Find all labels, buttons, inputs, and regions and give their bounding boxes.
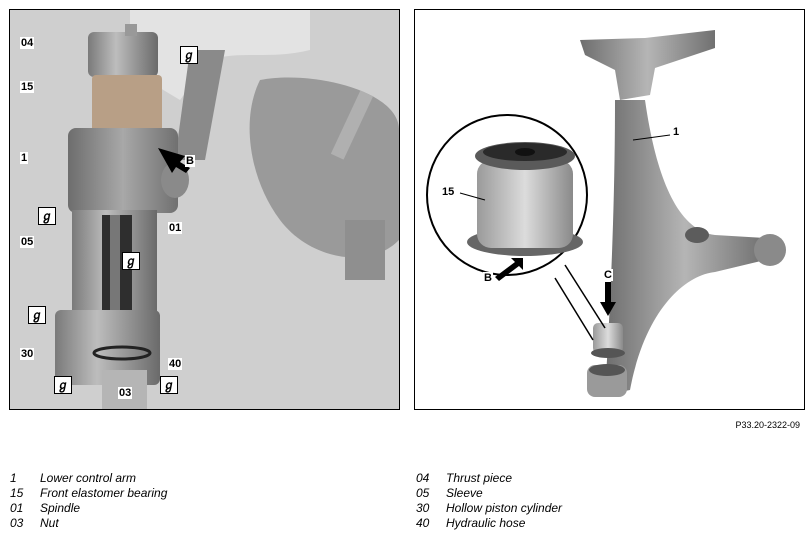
arrow-b: [158, 148, 190, 173]
wrench-icon: ℊ: [28, 306, 46, 324]
left-photo: [10, 10, 399, 409]
callout-15: 15: [441, 186, 456, 198]
legend-number: 05: [416, 486, 430, 500]
callout-b: B: [483, 272, 493, 284]
legend-number: 30: [416, 501, 430, 515]
legend-number: 40: [416, 516, 430, 530]
callout-c: C: [603, 269, 613, 281]
callout-15: 15: [20, 81, 35, 93]
callout-01: 01: [168, 222, 183, 234]
wrench-icon: ℊ: [180, 46, 198, 64]
callout-1: 1: [20, 152, 29, 164]
legend-description: Front elastomer bearing: [40, 486, 168, 500]
legend-description: Lower control arm: [40, 471, 137, 485]
legend-description: Hollow piston cylinder: [446, 501, 563, 515]
legend-description: Spindle: [40, 501, 81, 515]
callout-05: 05: [20, 236, 35, 248]
legend-description: Hydraulic hose: [446, 516, 526, 530]
legend-description: Nut: [40, 516, 59, 530]
legend-number: 01: [10, 501, 24, 515]
figure-code: P33.20-2322-09: [735, 420, 800, 430]
arrow-c: [600, 282, 616, 316]
callout-b: B: [185, 155, 195, 167]
callout-1: 1: [672, 126, 681, 138]
wrench-icon: ℊ: [38, 207, 56, 225]
left-photo-panel: 04 15 1 05 01 30 40 03 B ℊ ℊ ℊ ℊ ℊ ℊ: [9, 9, 400, 410]
control-arm-diagram: [426, 30, 786, 397]
arrow-b: [495, 258, 523, 281]
callout-30: 30: [20, 348, 35, 360]
legend-number: 03: [10, 516, 24, 530]
legend-description: Thrust piece: [446, 471, 513, 485]
legend-number: 04: [416, 471, 430, 485]
callout-04: 04: [20, 37, 35, 49]
callout-03: 03: [118, 387, 133, 399]
wrench-icon: ℊ: [160, 376, 178, 394]
legend-description: Sleeve: [446, 486, 483, 500]
wrench-icon: ℊ: [54, 376, 72, 394]
legend-number: 15: [10, 486, 24, 500]
legend-number: 1: [10, 471, 17, 485]
right-diagram-panel: 15 B C 1: [414, 9, 805, 410]
callout-40: 40: [168, 358, 183, 370]
wrench-icon: ℊ: [122, 252, 140, 270]
